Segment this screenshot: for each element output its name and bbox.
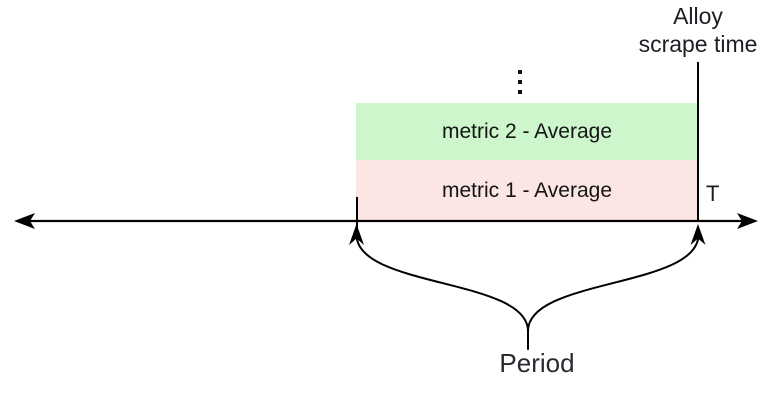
- ellipsis-dot: [518, 70, 522, 74]
- brace-curve-right: [527, 233, 700, 332]
- metric2-average-label: metric 2 - Average: [441, 119, 613, 143]
- metric1-average-label: metric 1 - Average: [441, 178, 613, 202]
- brace-arrowhead-right-icon: [690, 224, 706, 245]
- metric1-average-box: metric 1 - Average: [356, 160, 698, 221]
- metric2-average-box: metric 2 - Average: [356, 103, 698, 160]
- alloy-scrape-time-line2: scrape time: [638, 31, 758, 57]
- time-axis-label: T: [706, 181, 720, 206]
- brace-arrowhead-left-icon: [349, 224, 364, 245]
- period-label: Period: [499, 348, 575, 378]
- more-metrics-vertical-ellipsis-icon: [518, 70, 522, 94]
- alloy-scrape-time-line1: Alloy: [673, 3, 723, 29]
- axis-arrowhead-right-icon: [737, 213, 758, 229]
- ellipsis-dot: [518, 80, 522, 84]
- ellipsis-dot: [518, 90, 522, 94]
- brace-curve-left: [355, 233, 529, 332]
- axis-arrowhead-left-icon: [14, 213, 35, 229]
- alloy-scrape-time-label: Alloy scrape time: [608, 2, 776, 58]
